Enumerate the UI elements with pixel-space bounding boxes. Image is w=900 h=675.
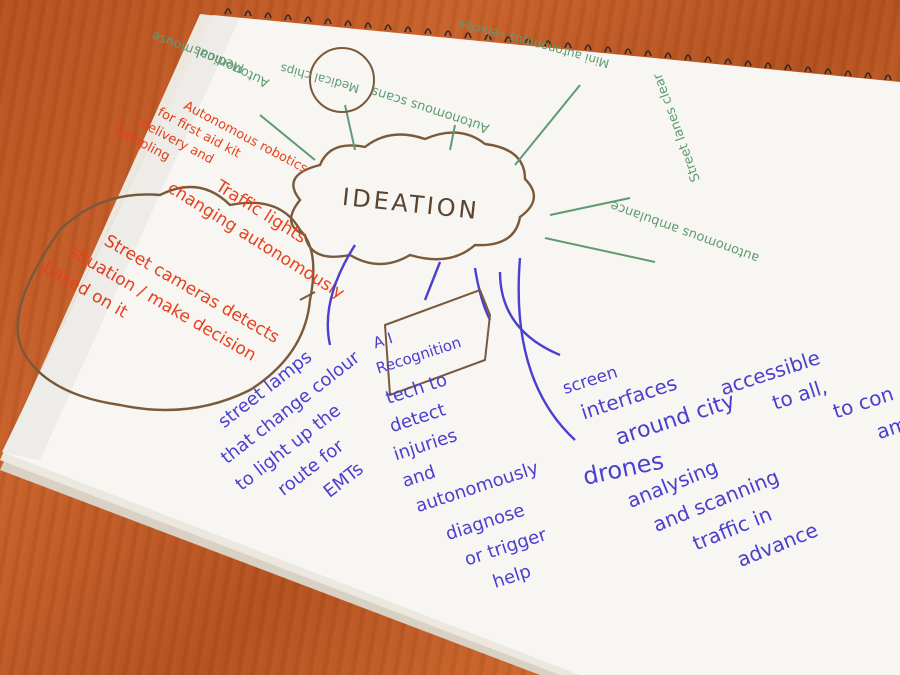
blob-pointer xyxy=(299,291,316,301)
sketchbook-page xyxy=(2,15,900,675)
blue-ai-1: A I xyxy=(371,329,395,352)
blue-connectors xyxy=(326,244,576,441)
spiral-binding xyxy=(224,8,892,81)
ai-recognition-box xyxy=(383,288,492,397)
page-shadow xyxy=(0,15,240,460)
decision-blob xyxy=(16,185,315,412)
green-connectors xyxy=(259,84,656,263)
medical-chips-circle xyxy=(309,47,375,113)
